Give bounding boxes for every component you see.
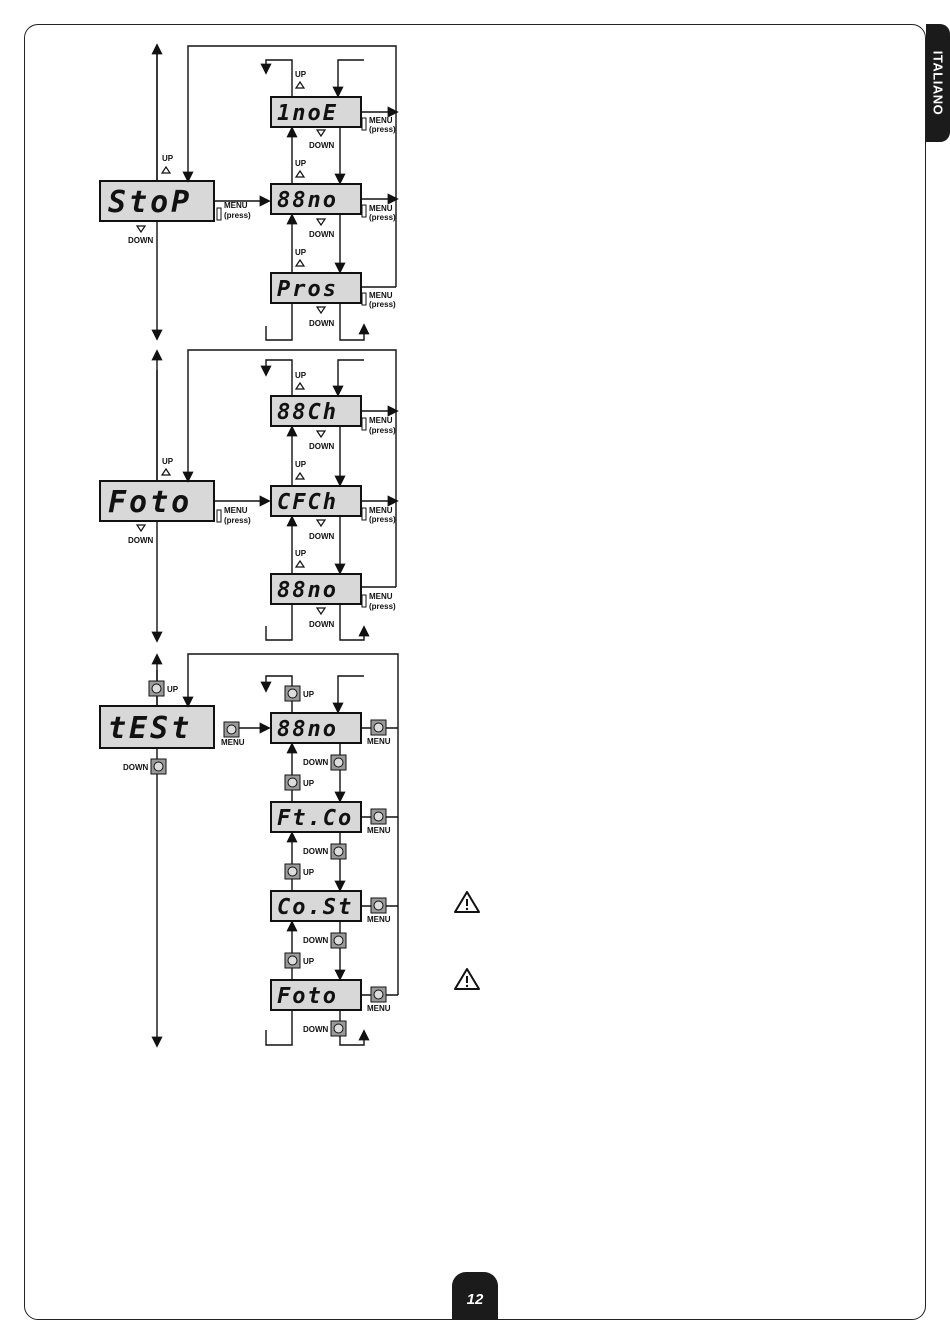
svg-text:CFCh: CFCh bbox=[277, 490, 338, 515]
page-number: 12 bbox=[466, 1291, 484, 1308]
sub-display-1: 1noE bbox=[270, 96, 362, 128]
svg-text:UP: UP bbox=[303, 690, 315, 699]
svg-text:DOWN: DOWN bbox=[309, 442, 335, 451]
svg-text:88no: 88no bbox=[277, 717, 338, 742]
warning-icon bbox=[454, 891, 480, 913]
sub-display-1: 88no bbox=[270, 712, 362, 744]
sub-display-3: Co.St bbox=[270, 890, 362, 922]
menu-button[interactable] bbox=[370, 897, 387, 914]
svg-text:MENU: MENU bbox=[367, 737, 391, 746]
svg-text:Ft.Co: Ft.Co bbox=[277, 806, 353, 831]
section-test: tESt UP DOWN MENU 88no Ft.Co Co.St bbox=[99, 653, 399, 1048]
display-text: StoP bbox=[108, 185, 192, 220]
svg-text:UP: UP bbox=[295, 159, 307, 168]
section-stop: StoP UP DOWN MENU (press) 1noE 88no Pros bbox=[99, 43, 399, 341]
menu-button[interactable] bbox=[370, 719, 387, 736]
svg-text:(press): (press) bbox=[369, 602, 396, 611]
svg-text:DOWN: DOWN bbox=[128, 536, 154, 545]
language-tab: ITALIANO bbox=[926, 24, 950, 142]
svg-text:(press): (press) bbox=[369, 426, 396, 435]
svg-text:UP: UP bbox=[303, 957, 315, 966]
svg-text:(press): (press) bbox=[224, 516, 251, 525]
svg-text:UP: UP bbox=[295, 248, 307, 257]
svg-text:Foto: Foto bbox=[277, 984, 338, 1009]
svg-text:88no: 88no bbox=[277, 578, 338, 603]
up-button[interactable] bbox=[284, 685, 301, 702]
svg-text:88Ch: 88Ch bbox=[277, 400, 338, 425]
press-label: (press) bbox=[224, 211, 251, 220]
sub-display-1: 88Ch bbox=[270, 395, 362, 427]
up-label: UP bbox=[162, 154, 174, 163]
sub-display-2: 88no bbox=[270, 183, 362, 215]
main-display-stop: StoP bbox=[99, 180, 215, 222]
svg-text:UP: UP bbox=[167, 685, 179, 694]
main-display-test: tESt bbox=[99, 705, 215, 749]
down-button[interactable] bbox=[330, 1020, 347, 1037]
svg-text:MENU: MENU bbox=[369, 116, 393, 125]
down-button[interactable] bbox=[330, 932, 347, 949]
svg-text:MENU: MENU bbox=[367, 915, 391, 924]
sub-display-3: Pros bbox=[270, 272, 362, 304]
svg-text:MENU: MENU bbox=[369, 592, 393, 601]
menu-button[interactable] bbox=[370, 986, 387, 1003]
menu-button[interactable] bbox=[223, 721, 240, 738]
svg-text:MENU: MENU bbox=[367, 1004, 391, 1013]
svg-text:1noE: 1noE bbox=[277, 101, 338, 126]
svg-text:DOWN: DOWN bbox=[303, 847, 329, 856]
down-label: DOWN bbox=[128, 236, 154, 245]
svg-text:DOWN: DOWN bbox=[309, 532, 335, 541]
svg-text:UP: UP bbox=[162, 457, 174, 466]
svg-text:(press): (press) bbox=[369, 515, 396, 524]
svg-text:Pros: Pros bbox=[277, 277, 338, 302]
svg-text:(press): (press) bbox=[369, 300, 396, 309]
svg-text:UP: UP bbox=[295, 371, 307, 380]
svg-text:DOWN: DOWN bbox=[303, 936, 329, 945]
svg-text:UP: UP bbox=[295, 549, 307, 558]
page-number-badge: 12 bbox=[452, 1272, 498, 1320]
svg-text:Foto: Foto bbox=[108, 485, 192, 520]
up-button[interactable] bbox=[148, 680, 165, 697]
svg-text:MENU: MENU bbox=[221, 738, 245, 747]
svg-text:MENU: MENU bbox=[369, 291, 393, 300]
up-button[interactable] bbox=[284, 952, 301, 969]
svg-text:(press): (press) bbox=[369, 125, 396, 134]
svg-text:MENU: MENU bbox=[369, 506, 393, 515]
up-button[interactable] bbox=[284, 774, 301, 791]
svg-text:DOWN: DOWN bbox=[309, 620, 335, 629]
down-button[interactable] bbox=[330, 843, 347, 860]
main-display-foto: Foto bbox=[99, 480, 215, 522]
down-button[interactable] bbox=[150, 758, 167, 775]
sub-display-4: Foto bbox=[270, 979, 362, 1011]
down-button[interactable] bbox=[330, 754, 347, 771]
sub-display-2: Ft.Co bbox=[270, 801, 362, 833]
svg-text:DOWN: DOWN bbox=[303, 1025, 329, 1034]
svg-text:(press): (press) bbox=[369, 213, 396, 222]
svg-text:DOWN: DOWN bbox=[123, 763, 149, 772]
sub-display-2: CFCh bbox=[270, 485, 362, 517]
svg-text:UP: UP bbox=[295, 70, 307, 79]
svg-text:UP: UP bbox=[295, 460, 307, 469]
svg-text:Co.St: Co.St bbox=[277, 895, 353, 920]
svg-text:DOWN: DOWN bbox=[303, 758, 329, 767]
svg-text:DOWN: DOWN bbox=[309, 319, 335, 328]
up-button[interactable] bbox=[284, 863, 301, 880]
section-foto: Foto UP DOWN MENU (press) 88Ch CFCh 88no bbox=[99, 349, 399, 643]
svg-text:MENU: MENU bbox=[224, 506, 248, 515]
svg-text:DOWN: DOWN bbox=[309, 230, 335, 239]
menu-button[interactable] bbox=[370, 808, 387, 825]
warning-icon bbox=[454, 968, 480, 990]
menu-label: MENU bbox=[224, 201, 248, 210]
svg-text:MENU: MENU bbox=[369, 204, 393, 213]
svg-text:UP: UP bbox=[303, 868, 315, 877]
svg-text:MENU: MENU bbox=[367, 826, 391, 835]
svg-text:UP: UP bbox=[303, 779, 315, 788]
svg-text:88no: 88no bbox=[277, 188, 338, 213]
sub-display-3: 88no bbox=[270, 573, 362, 605]
svg-text:tESt: tESt bbox=[108, 711, 192, 746]
svg-text:DOWN: DOWN bbox=[309, 141, 335, 150]
svg-text:MENU: MENU bbox=[369, 416, 393, 425]
